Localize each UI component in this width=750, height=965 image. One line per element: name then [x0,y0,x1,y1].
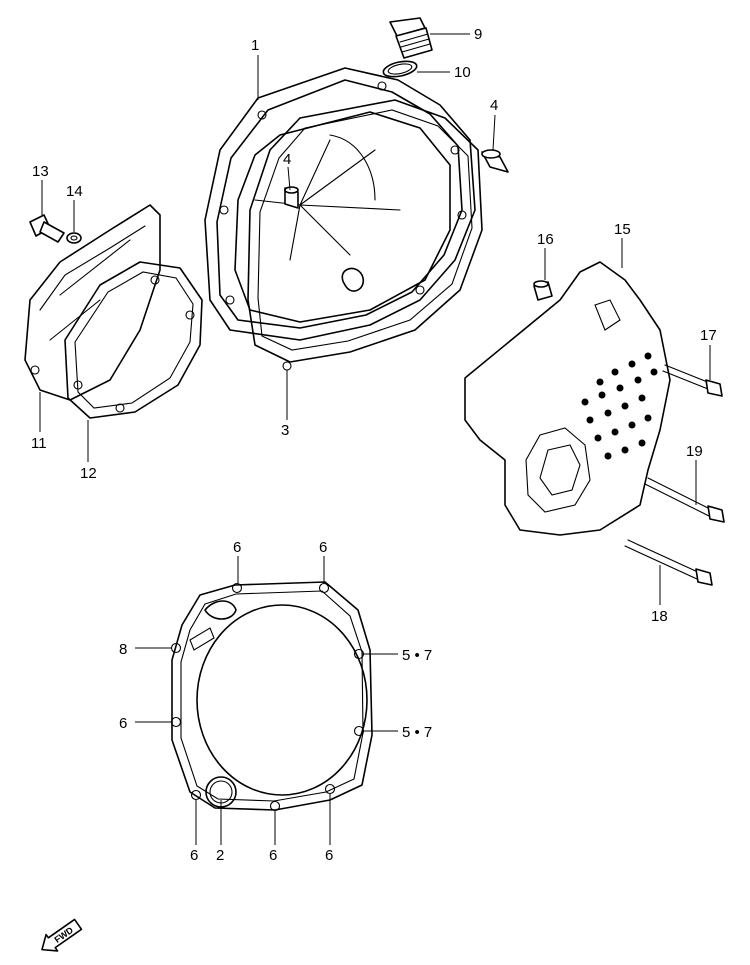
clutch-cover-bolt-holes [170,582,365,812]
dowel-pin-part-4-b[interactable] [481,149,509,173]
callout-5-7-a: 5 • 7 [402,647,432,664]
o-ring-part-10[interactable] [382,59,418,80]
callout-6-f: 6 [325,847,333,864]
callout-9: 9 [474,26,482,43]
leader-lines [39,33,711,845]
callout-11: 11 [31,435,47,452]
callout-6-a: 6 [233,539,241,556]
callout-3: 3 [281,422,289,439]
callout-8: 8 [119,641,127,658]
oil-filler-plug-part-9[interactable] [389,17,433,59]
callout-2: 2 [216,847,224,864]
bolt-part-19[interactable] [644,477,725,523]
bolt-part-17[interactable] [662,364,723,397]
clutch-cover-part-1[interactable] [204,67,476,341]
callout-15: 15 [614,221,631,238]
callout-5-7-b: 5 • 7 [402,724,432,741]
washer-part-14[interactable] [66,232,82,244]
callout-6-b: 6 [319,539,327,556]
callout-18: 18 [651,608,668,625]
starter-cover-part-11[interactable] [24,204,161,401]
callout-1: 1 [251,37,259,54]
bolt-part-13[interactable] [29,214,65,243]
fwd-arrow-icon: FWD [41,918,83,952]
bolt-part-18[interactable] [624,539,713,586]
crankcase-holes [581,352,658,460]
callout-16: 16 [537,231,554,248]
starter-cover-gasket-part-12[interactable] [64,261,203,419]
callout-19: 19 [686,443,703,460]
callout-4-b: 4 [490,97,498,114]
callout-17: 17 [700,327,717,344]
callout-13: 13 [32,163,49,180]
dowel-part-16[interactable] [533,280,553,301]
callout-labels: 1 4 3 4 9 10 13 14 11 12 16 15 17 19 18 … [31,26,717,864]
callout-14: 14 [66,183,83,200]
dowel-pin-part-4-a[interactable] [284,186,299,209]
callout-6-e: 6 [269,847,277,864]
clutch-cover-outer-face[interactable] [171,581,373,811]
callout-6-d: 6 [190,847,198,864]
callout-6-c: 6 [119,715,127,732]
crankcase-part-15[interactable] [464,261,671,536]
callout-10: 10 [454,64,471,81]
callout-12: 12 [80,465,97,482]
callout-4-a: 4 [283,151,291,168]
